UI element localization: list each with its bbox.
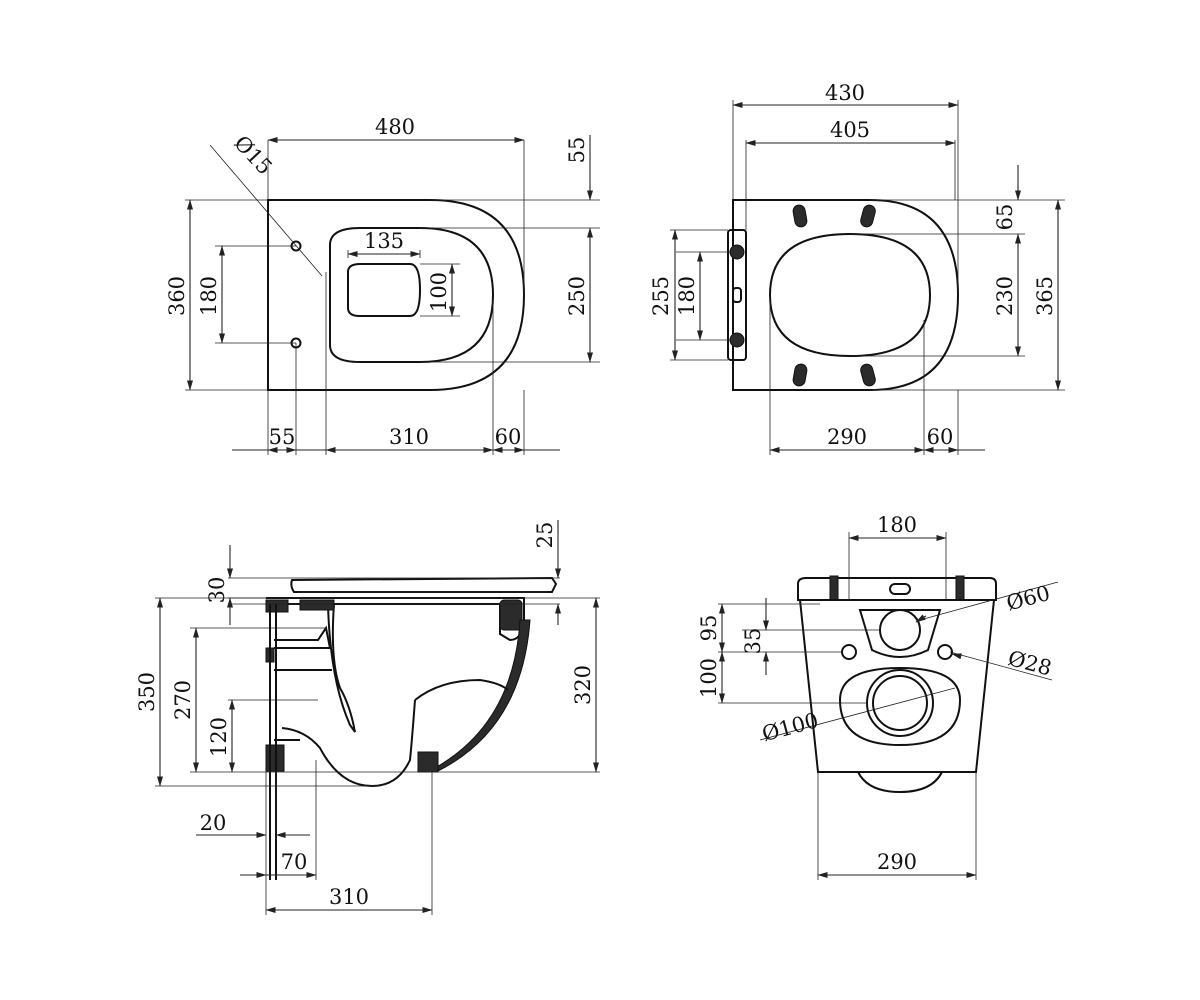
rear-hole-offset-95-label: 95 <box>697 615 721 642</box>
seat-bumper <box>792 204 808 228</box>
rear-hinge-left <box>829 575 839 601</box>
top-overall-width-label: 480 <box>375 115 415 139</box>
seat-inner-width-label: 405 <box>830 118 870 142</box>
side-outlet-height-label: 270 <box>171 680 195 720</box>
rear-inlet-housing <box>858 609 942 658</box>
rear-base-width-label: 290 <box>877 850 917 874</box>
top-rear-offset-label: 55 <box>565 137 589 164</box>
rear-seat-top <box>797 577 997 601</box>
side-rim-section <box>499 599 523 631</box>
rear-outlet-housing <box>838 666 962 747</box>
rear-hinge-right <box>955 575 965 601</box>
rear-view: 180 Ø60 95 35 Ø28 100 Ø100 290 <box>697 513 1059 880</box>
top-overall-depth-label: 360 <box>165 276 189 316</box>
rear-fixing-hole-right <box>937 644 953 660</box>
seat-overall-width-label: 430 <box>825 81 865 105</box>
rear-bolt-spacing-label: 180 <box>877 513 917 537</box>
rear-inlet-circle <box>879 609 921 651</box>
side-bowl-wall-section <box>426 619 531 773</box>
rear-outlet-height-label: 100 <box>697 658 721 698</box>
side-view: 25 30 350 320 270 120 20 70 310 <box>135 520 600 915</box>
top-view-bowl-rim <box>329 227 495 363</box>
top-inner-depth-label: 100 <box>427 272 451 312</box>
side-body-height-label: 320 <box>571 665 595 705</box>
seat-hinge-center <box>732 287 742 303</box>
side-outlet-distance-label: 70 <box>281 850 308 874</box>
top-view-outline <box>267 199 526 391</box>
seat-hinge-span-label: 255 <box>649 276 673 316</box>
side-outlet-pipe <box>274 625 332 741</box>
seat-bumper <box>860 363 876 387</box>
rear-body-outline <box>798 599 996 773</box>
seat-bottom-width-label: 290 <box>827 425 867 449</box>
seat-view: 430 405 65 365 230 255 180 290 60 <box>649 81 1065 455</box>
seat-hinge-lower <box>729 332 745 348</box>
top-bottom-left-label: 55 <box>269 425 296 449</box>
seat-hinge-spacing-label: 180 <box>675 276 699 316</box>
seat-opening-depth-label: 230 <box>993 276 1017 316</box>
rear-fixing-diameter-label: Ø28 <box>1005 646 1054 681</box>
side-seat-thickness-label: 25 <box>533 522 557 549</box>
rear-outlet-diameter-label: Ø100 <box>759 708 821 746</box>
seat-top-offset-label: 65 <box>993 204 1017 231</box>
seat-opening <box>768 232 932 358</box>
rear-inlet-diameter-label: Ø60 <box>1004 581 1053 616</box>
top-bottom-right-label: 60 <box>495 425 522 449</box>
side-overall-height-label: 350 <box>135 672 159 712</box>
rear-fixing-hole-left <box>841 644 857 660</box>
side-flange-rear <box>299 599 335 611</box>
seat-overall-depth-label: 365 <box>1033 276 1057 316</box>
top-hole-diameter-label: Ø15 <box>229 131 277 180</box>
top-view-inner-opening <box>347 263 422 317</box>
seat-bumper <box>792 363 808 387</box>
seat-outline <box>732 199 960 391</box>
side-seat-lid <box>290 576 558 593</box>
top-inner-width-label: 135 <box>364 229 404 253</box>
side-foot-section <box>417 751 439 773</box>
side-wall-gap-label: 20 <box>200 811 227 835</box>
top-hole-spacing-label: 180 <box>197 276 221 316</box>
seat-hinge-upper <box>729 244 745 260</box>
rear-base-curve <box>857 771 943 794</box>
side-outlet-offset-label: 120 <box>207 717 231 757</box>
top-bowl-depth-label: 250 <box>565 276 589 316</box>
rear-hole-offset-35-label: 35 <box>741 628 765 655</box>
seat-bottom-right-label: 60 <box>927 425 954 449</box>
side-lid-thickness-label: 30 <box>205 577 229 604</box>
seat-bumper <box>860 204 876 228</box>
rear-hinge-center <box>889 583 911 595</box>
top-view: 480 Ø15 55 360 180 135 100 250 55 310 60 <box>165 115 600 455</box>
rear-outlet-inner <box>872 675 928 731</box>
top-bottom-mid-label: 310 <box>389 425 429 449</box>
side-bowl-inner <box>327 603 356 733</box>
side-base-depth-label: 310 <box>329 885 369 909</box>
seat-hinge-block <box>727 229 747 361</box>
